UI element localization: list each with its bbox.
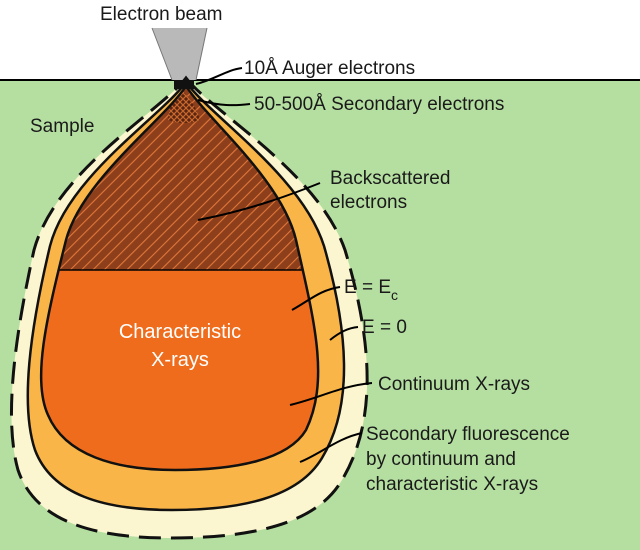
e-ec-leader — [291, 286, 341, 311]
characteristic-label-line2: X-rays — [151, 349, 209, 371]
e-ec-label: E = Ec — [344, 277, 398, 303]
beam-edge-left — [151, 27, 173, 81]
auger-leader — [195, 67, 243, 85]
vacuum-region — [0, 0, 640, 80]
backscattered-label-line1: Backscattered — [330, 168, 450, 189]
electron-beam-label: Electron beam — [100, 4, 223, 25]
continuum-label: Continuum X-rays — [378, 374, 530, 395]
e-zero-label: E = 0 — [362, 317, 407, 338]
beam-edge-right — [195, 27, 208, 81]
electron-beam-cone — [152, 28, 207, 80]
secondary-leader — [197, 99, 251, 107]
auger-label: 10Å Auger electrons — [244, 58, 415, 79]
fluorescence-label-line3: characteristic X-rays — [366, 474, 538, 495]
e-ec-prefix: E = E — [344, 277, 391, 298]
continuum-leader — [289, 382, 373, 406]
fluorescence-leader — [299, 432, 363, 463]
characteristic-zone — [41, 270, 319, 470]
backscattered-leader — [197, 182, 321, 221]
e-ec-subscript: c — [391, 287, 398, 303]
fluorescence-label-line1: Secondary fluorescence — [366, 424, 570, 445]
characteristic-boundary — [39, 83, 320, 472]
e-zero-leader — [329, 326, 359, 341]
characteristic-label-line1: Characteristic — [119, 321, 241, 343]
auger-electron-zone — [174, 80, 194, 89]
secondary-electrons-label: 50-500Å Secondary electrons — [254, 94, 504, 115]
sample-label: Sample — [30, 116, 94, 137]
backscattered-label-line2: electrons — [330, 192, 407, 213]
fluorescence-label-line2: by continuum and — [366, 449, 516, 470]
